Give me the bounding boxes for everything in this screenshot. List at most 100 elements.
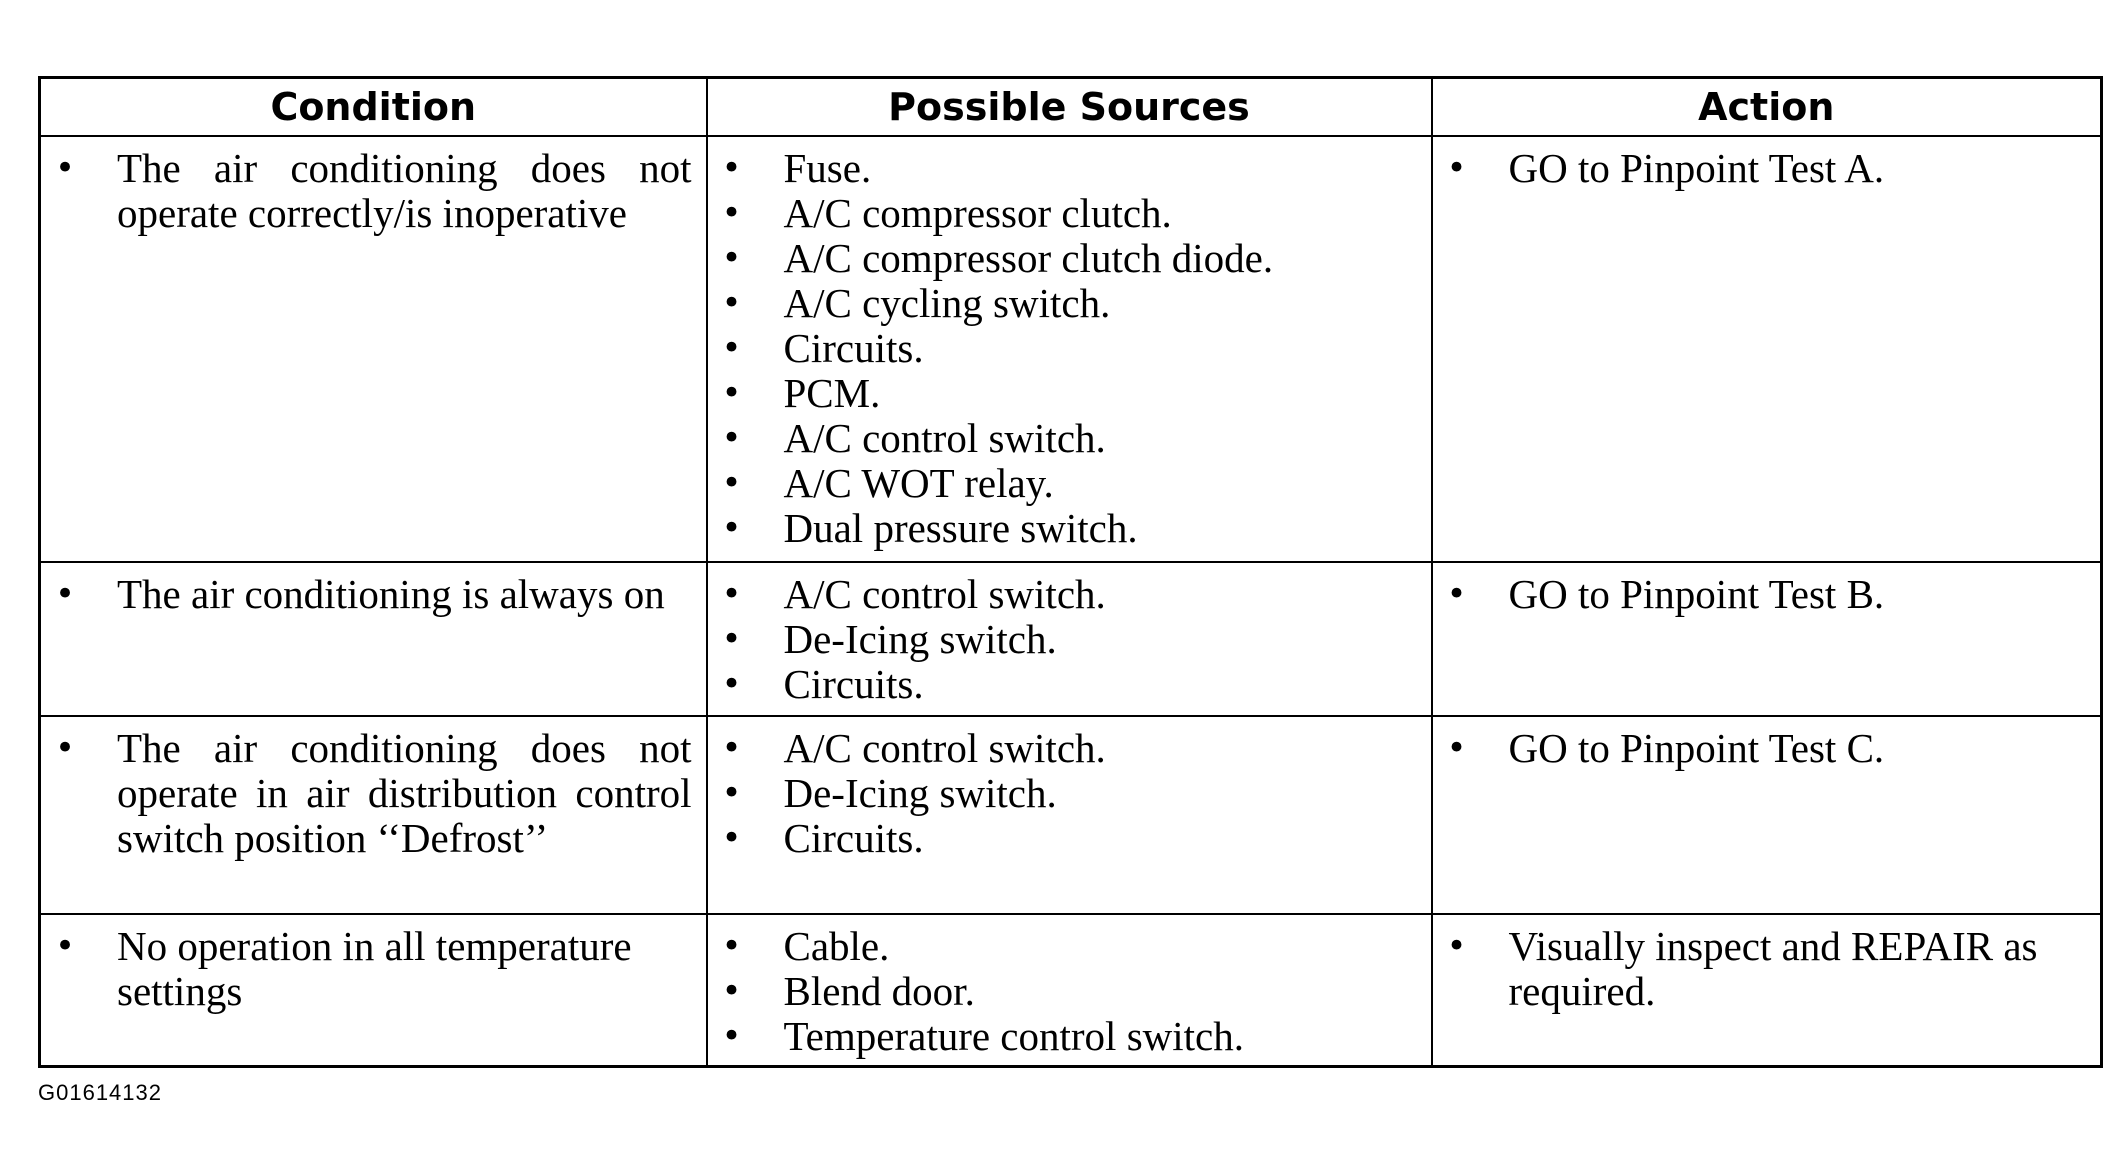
list-item: •GO to Pinpoint Test B. <box>1433 572 2101 617</box>
sources-cell: • A/C control switch. • De-Icing switch. •… <box>705 561 1433 717</box>
action-list: • GO to Pinpoint Test C. <box>1433 726 2101 771</box>
action-text: GO to Pinpoint Test B. <box>1508 571 1885 617</box>
bullet-icon: • <box>55 926 76 966</box>
bullet-icon: • <box>721 619 742 659</box>
condition-cell: • The air conditioning does not operate … <box>38 715 708 915</box>
list-item: • The air conditioning is always on <box>41 572 706 617</box>
bullet-icon: • <box>721 283 742 323</box>
header-row: Condition Possible Sources Action <box>38 76 2103 137</box>
list-item: • A/C compressor clutch diode. <box>708 236 1431 281</box>
source-text: Blend door. <box>783 968 975 1014</box>
sources-cell: • A/C control switch. • De-Icing switch. •… <box>705 715 1433 915</box>
list-item: • Blend door. <box>708 969 1431 1014</box>
condition-cell: • No operation in all temperature settin… <box>38 913 708 1068</box>
action-cell: • Visually inspect and REPAIR as required… <box>1430 913 2103 1068</box>
list-item: • GO to Pinpoint Test C. <box>1433 726 2101 771</box>
action-cell: • GO to Pinpoint Test C. <box>1430 715 2103 915</box>
list-item: • Circuits. <box>708 662 1431 707</box>
source-text: A/C control switch. <box>783 571 1106 617</box>
list-item: • No operation in all temperature settin… <box>41 924 706 1014</box>
list-item: • A/C compressor clutch. <box>708 191 1431 236</box>
table-row: • The air conditioning does not operate … <box>38 715 2103 915</box>
list-item: • Cable. <box>708 924 1431 969</box>
source-text: A/C cycling switch. <box>783 280 1111 326</box>
sources-cell: • Fuse. • A/C compressor clutch. • A/C comp… <box>705 135 1433 563</box>
table-row: • The air conditioning does not operate … <box>38 135 2103 563</box>
list-item: • De-Icing switch. <box>708 771 1431 816</box>
bullet-icon: • <box>55 574 76 614</box>
source-text: Fuse. <box>783 145 872 191</box>
table-row: • No operation in all temperature settin… <box>38 913 2103 1068</box>
bullet-icon: • <box>721 1016 742 1056</box>
source-text: Circuits. <box>783 661 924 707</box>
source-text: Circuits. <box>783 325 924 371</box>
action-list: • Visually inspect and REPAIR as required… <box>1433 924 2101 1014</box>
source-text: De-Icing switch. <box>783 616 1057 662</box>
action-cell: •GO to Pinpoint Test A. <box>1430 135 2103 563</box>
action-text: GO to Pinpoint Test C. <box>1508 725 1885 771</box>
source-text: Dual pressure switch. <box>783 505 1138 551</box>
list-item: •A/C control switch. <box>708 416 1431 461</box>
condition-list: • No operation in all temperature settin… <box>41 924 706 1014</box>
sources-list: • A/C control switch. • De-Icing switch. •… <box>708 572 1431 707</box>
source-text: De-Icing switch. <box>783 770 1057 816</box>
sources-list: • A/C control switch. • De-Icing switch. •… <box>708 726 1431 861</box>
condition-list: • The air conditioning does not operate … <box>41 726 706 861</box>
source-text: A/C compressor clutch diode. <box>783 235 1274 281</box>
bullet-icon: • <box>1446 728 1467 768</box>
condition-text: No operation in all temperature settings <box>117 923 632 1014</box>
condition-cell: • The air conditioning is always on <box>38 561 708 717</box>
list-item: • Visually inspect and REPAIR as required… <box>1433 924 2101 1014</box>
list-item: • A/C control switch. <box>708 572 1431 617</box>
list-item: •PCM. <box>708 371 1431 416</box>
bullet-icon: • <box>721 148 742 188</box>
list-item: • De-Icing switch. <box>708 617 1431 662</box>
list-item: • The air conditioning does not operate … <box>41 146 706 236</box>
bullet-icon: • <box>721 773 742 813</box>
condition-text: The air conditioning does not operate co… <box>117 145 692 236</box>
bullet-icon: • <box>1446 926 1467 966</box>
bullet-icon: • <box>55 728 76 768</box>
header-possible-sources: Possible Sources <box>705 76 1433 137</box>
bullet-icon: • <box>721 971 742 1011</box>
bullet-icon: • <box>721 926 742 966</box>
action-text: Visually inspect and REPAIR as required. <box>1508 923 2038 1014</box>
header-condition: Condition <box>38 76 708 137</box>
bullet-icon: • <box>721 463 742 503</box>
bullet-icon: • <box>721 328 742 368</box>
bullet-icon: • <box>721 373 742 413</box>
bullet-icon: • <box>721 238 742 278</box>
list-item: • Temperature control switch. <box>708 1014 1431 1059</box>
bullet-icon: • <box>721 818 742 858</box>
source-text: Cable. <box>783 923 890 969</box>
table-row: • The air conditioning is always on • A/C… <box>38 561 2103 717</box>
action-cell: •GO to Pinpoint Test B. <box>1430 561 2103 717</box>
bullet-icon: • <box>721 574 742 614</box>
bullet-icon: • <box>721 418 742 458</box>
list-item: • Dual pressure switch. <box>708 506 1431 551</box>
action-text: GO to Pinpoint Test A. <box>1508 145 1885 191</box>
bullet-icon: • <box>721 193 742 233</box>
condition-cell: • The air conditioning does not operate … <box>38 135 708 563</box>
bullet-icon: • <box>721 664 742 704</box>
list-item: • The air conditioning does not operate … <box>41 726 706 861</box>
list-item: • A/C control switch. <box>708 726 1431 771</box>
source-text: A/C control switch. <box>783 725 1106 771</box>
source-text: Circuits. <box>783 815 924 861</box>
list-item: • A/C cycling switch. <box>708 281 1431 326</box>
source-text: A/C WOT relay. <box>783 460 1054 506</box>
list-item: • Circuits. <box>708 326 1431 371</box>
condition-list: • The air conditioning does not operate … <box>41 146 706 236</box>
condition-text: The air conditioning does not operate in… <box>117 725 692 861</box>
source-text: A/C compressor clutch. <box>783 190 1172 236</box>
sources-list: • Fuse. • A/C compressor clutch. • A/C comp… <box>708 146 1431 551</box>
action-list: •GO to Pinpoint Test A. <box>1433 146 2101 191</box>
bullet-icon: • <box>721 508 742 548</box>
sources-list: • Cable. • Blend door. • Temperature contro… <box>708 924 1431 1059</box>
list-item: • Fuse. <box>708 146 1431 191</box>
bullet-icon: • <box>721 728 742 768</box>
figure-id: G01614132 <box>38 1080 162 1105</box>
condition-list: • The air conditioning is always on <box>41 572 706 617</box>
source-text: Temperature control switch. <box>783 1013 1245 1059</box>
diagnosis-table: Condition Possible Sources Action • The … <box>38 76 2103 1068</box>
